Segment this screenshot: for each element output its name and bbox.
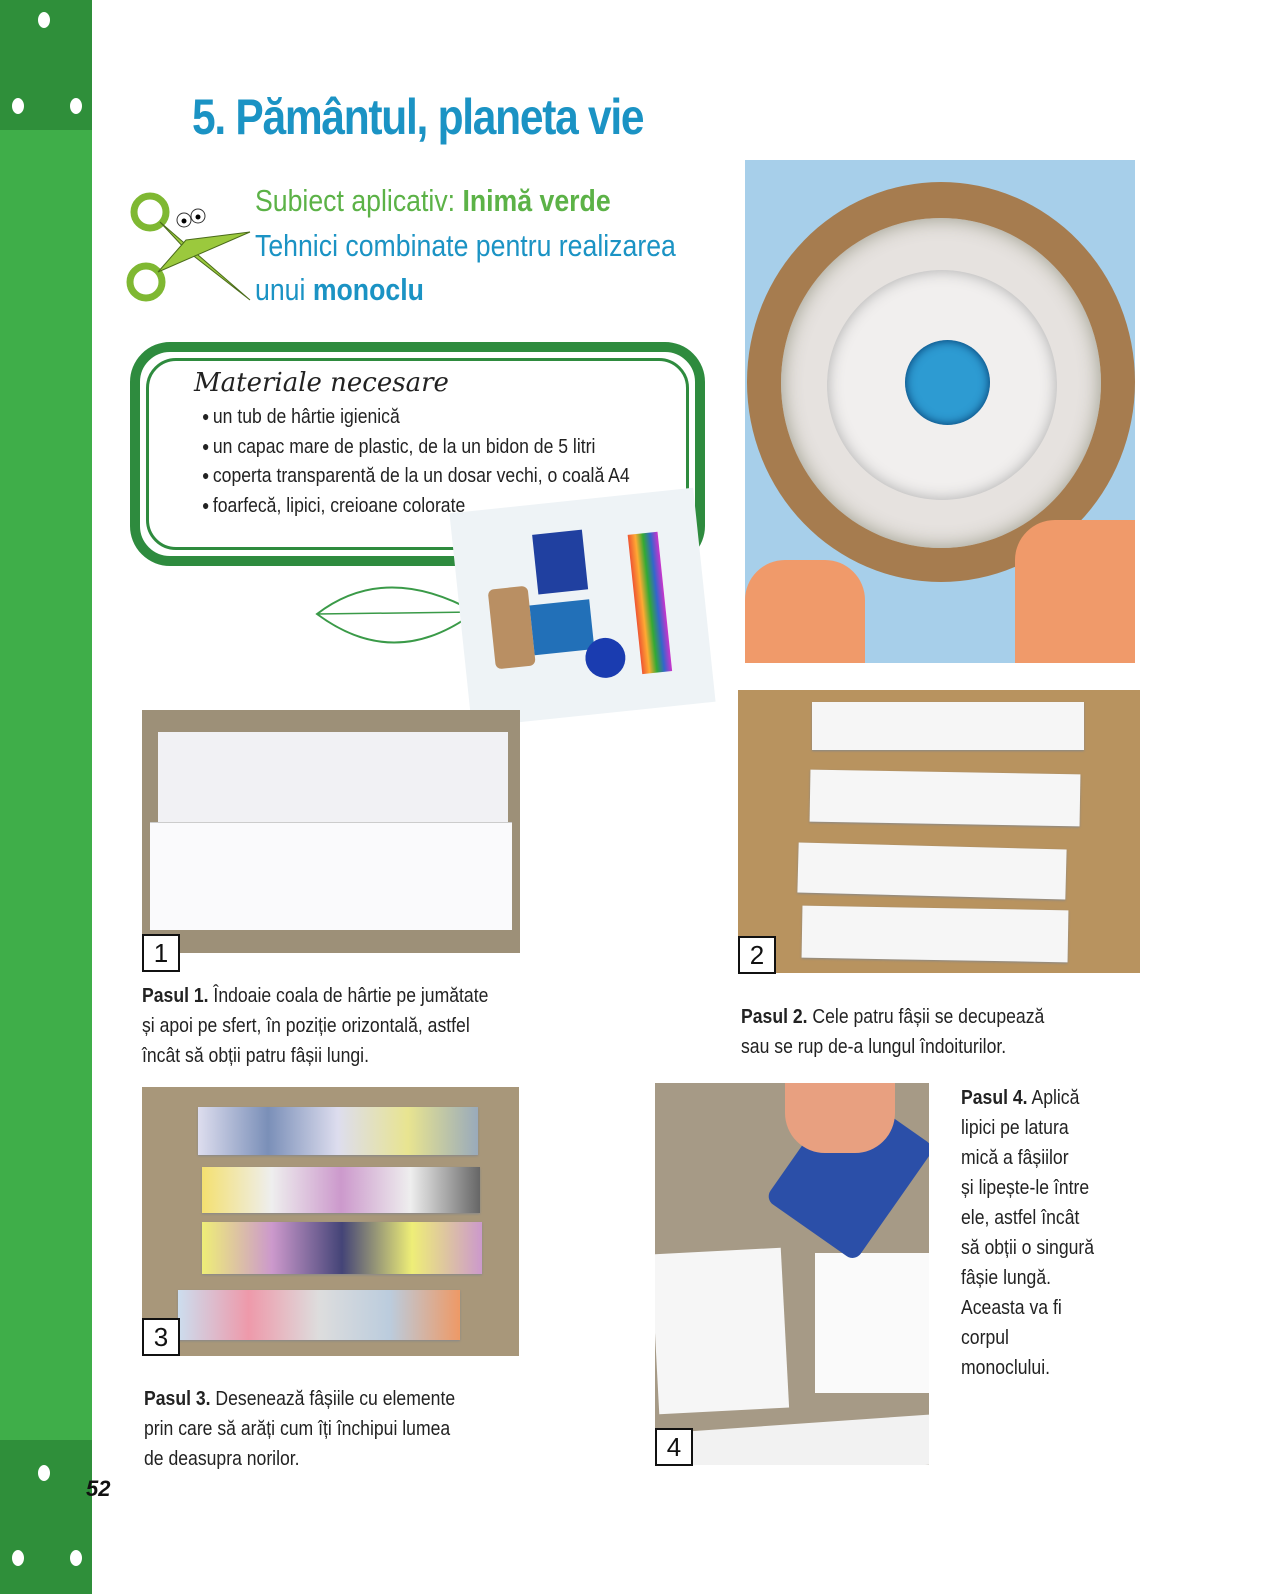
subject-technique: Tehnici combinate pentru realizarea bbox=[255, 228, 676, 263]
page-number: 52 bbox=[86, 1476, 111, 1501]
list-item: foarfecă, lipici, creioane colorate bbox=[202, 495, 630, 525]
step2-number: 2 bbox=[738, 936, 776, 974]
step4-photo bbox=[655, 1083, 929, 1465]
materials-photo bbox=[449, 487, 716, 728]
list-item: coperta transparentă de la un dosar vech… bbox=[202, 465, 630, 495]
step3-number: 3 bbox=[142, 1318, 180, 1356]
page-title: 5. Pământul, planeta vie bbox=[192, 89, 645, 145]
page-sidebar bbox=[0, 0, 92, 1594]
sidebar-decoration bbox=[0, 1440, 92, 1594]
monocle-photo bbox=[745, 160, 1135, 663]
scissors-icon bbox=[126, 192, 251, 302]
list-item: un capac mare de plastic, de la un bidon… bbox=[202, 436, 630, 466]
materials-frame bbox=[130, 342, 705, 566]
materials-list: un tub de hârtie igienică un capac mare … bbox=[202, 406, 688, 524]
list-item: un tub de hârtie igienică bbox=[202, 406, 630, 436]
step2-photo bbox=[738, 690, 1140, 973]
step1-photo bbox=[142, 710, 520, 953]
leaf-illustration bbox=[315, 586, 477, 644]
step3-photo bbox=[142, 1087, 519, 1356]
materials-title: Materiale necesare bbox=[194, 368, 449, 398]
step4-number: 4 bbox=[655, 1428, 693, 1466]
step1-number: 1 bbox=[142, 934, 180, 972]
subject-line: Subiect aplicativ: Inimă verde bbox=[255, 183, 611, 218]
step1-caption: Pasul 1. Îndoaie coala de hârtie pe jumă… bbox=[142, 985, 489, 1067]
subject-object: unui monoclu bbox=[255, 272, 424, 307]
